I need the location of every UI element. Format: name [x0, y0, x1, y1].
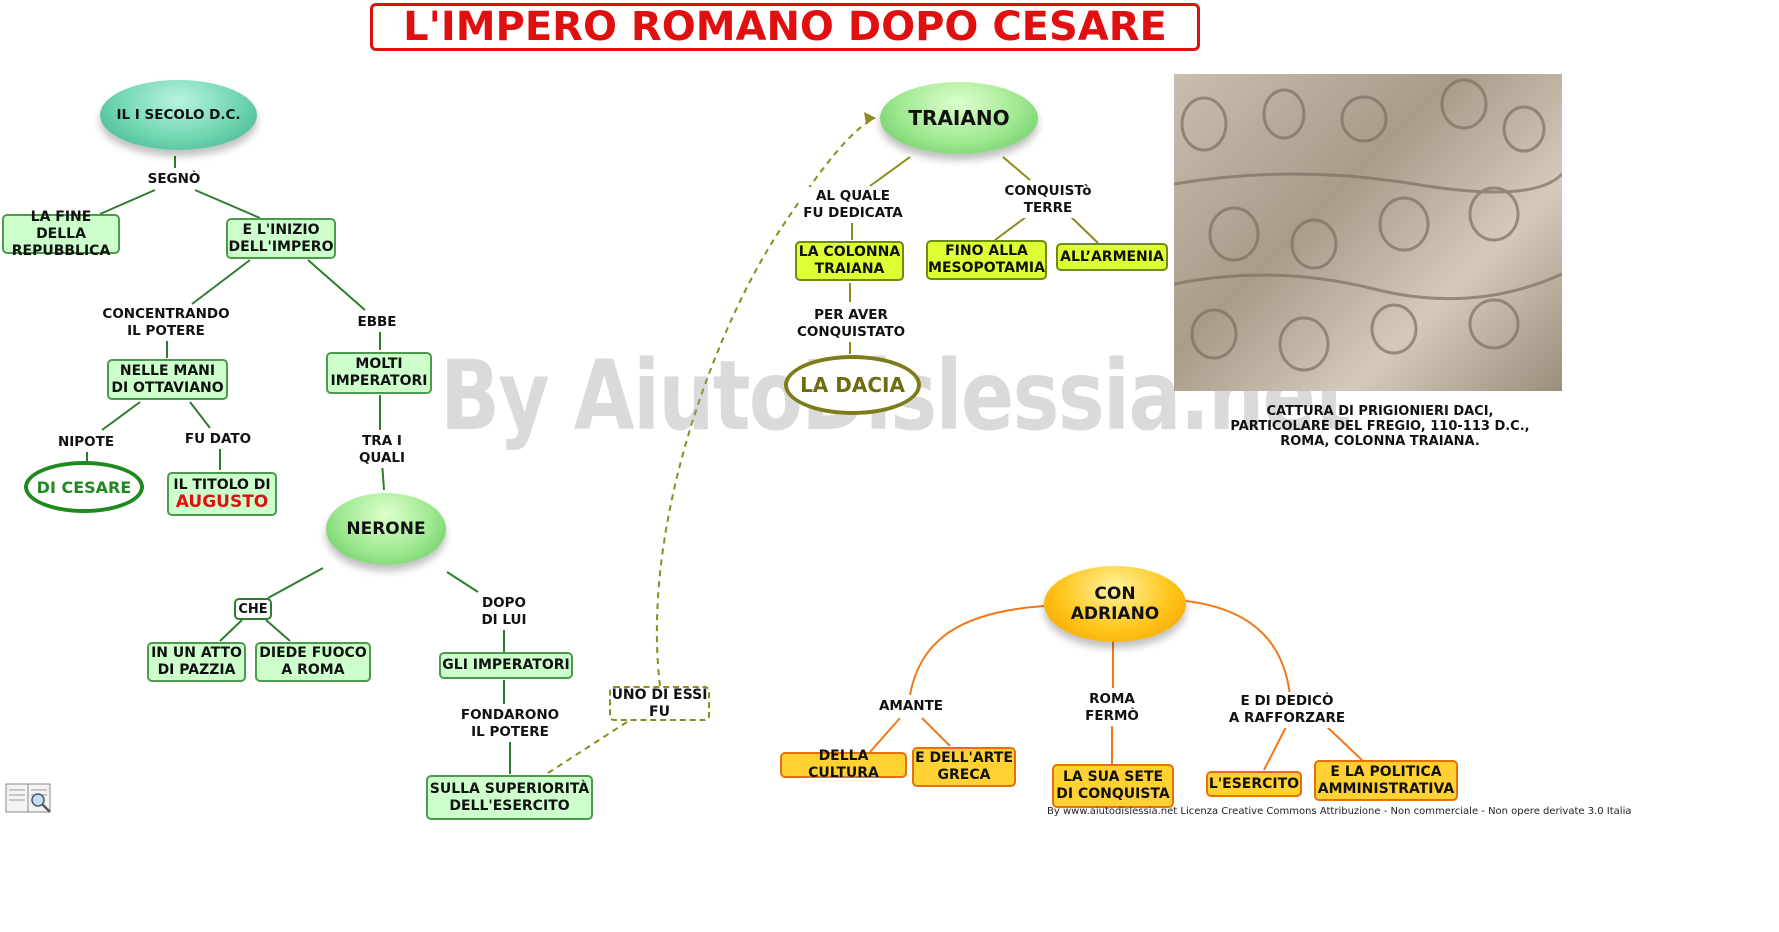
relief-image [1174, 74, 1562, 391]
label-fu-dato: FU DATO [181, 430, 255, 449]
label-roma-fermo: ROMA FERMÒ [1082, 690, 1142, 726]
titolo-di-text: IL TITOLO DI [173, 477, 271, 493]
label-ebbe: EBBE [354, 313, 400, 332]
label-tra-i-quali: TRA I QUALI [355, 432, 409, 468]
label-fondarono: FONDARONO IL POTERE [457, 706, 563, 742]
image-caption: CATTURA DI PRIGIONIERI DACI, PARTICOLARE… [1230, 404, 1530, 449]
label-segno: SEGNÒ [144, 170, 204, 189]
node-il-i-secolo: IL I SECOLO D.C. [100, 80, 257, 150]
node-che: CHE [234, 598, 272, 620]
label-per-aver: PER AVER CONQUISTATO [793, 306, 909, 342]
node-atto-pazzia: IN UN ATTO DI PAZZIA [147, 642, 246, 682]
node-uno-di-essi: UNO DI ESSI FU [609, 686, 710, 721]
node-sete-conquista: LA SUA SETE DI CONQUISTA [1052, 764, 1174, 808]
node-di-cesare: DI CESARE [24, 461, 144, 513]
node-inizio-impero: E L'INIZIO DELL'IMPERO [226, 218, 336, 259]
label-amante: AMANTE [875, 697, 947, 716]
node-nerone: NERONE [326, 493, 446, 565]
book-magnifier-icon [5, 783, 51, 813]
label-concentrando: CONCENTRANDO IL POTERE [99, 305, 233, 341]
node-colonna-traiana: LA COLONNA TRAIANA [795, 241, 904, 281]
page-title: L'IMPERO ROMANO DOPO CESARE [370, 3, 1200, 51]
node-mesopotamia: FINO ALLA MESOPOTAMIA [926, 240, 1047, 280]
node-esercito: L'ESERCITO [1206, 771, 1302, 797]
node-gli-imperatori: GLI IMPERATORI [439, 652, 573, 679]
node-traiano: TRAIANO [880, 82, 1038, 154]
node-diede-fuoco: DIEDE FUOCO A ROMA [255, 642, 371, 682]
node-armenia: ALL’ARMENIA [1056, 243, 1168, 271]
node-fine-repubblica: LA FINE DELLA REPUBBLICA [2, 209, 120, 259]
node-la-dacia: LA DACIA [784, 355, 921, 415]
node-superiorita: SULLA SUPERIORITÀ DELL'ESERCITO [426, 775, 593, 820]
label-e-di-dedico: E DI DEDICÒ A RAFFORZARE [1225, 692, 1349, 728]
node-politica-amministrativa: E LA POLITICA AMMINISTRATIVA [1314, 760, 1458, 801]
node-con-adriano: CON ADRIANO [1044, 566, 1186, 642]
label-nipote: NIPOTE [54, 433, 118, 452]
augusto-text: AUGUSTO [175, 492, 269, 512]
label-dopo-di-lui: DOPO DI LUI [478, 594, 530, 630]
license-text: By www.aiutodislessia.net Licenza Creati… [1047, 806, 1632, 817]
label-conquisto: CONQUISTò TERRE [1001, 182, 1095, 218]
node-mani-ottaviano: NELLE MANI DI OTTAVIANO [107, 359, 228, 400]
label-al-quale: AL QUALE FU DEDICATA [800, 187, 906, 223]
node-della-cultura: DELLA CULTURA [780, 748, 907, 781]
node-arte-greca: E DELL'ARTE GRECA [912, 747, 1016, 787]
node-molti-imperatori: MOLTI IMPERATORI [326, 352, 432, 394]
node-titolo-augusto: IL TITOLO DI AUGUSTO [167, 472, 277, 516]
